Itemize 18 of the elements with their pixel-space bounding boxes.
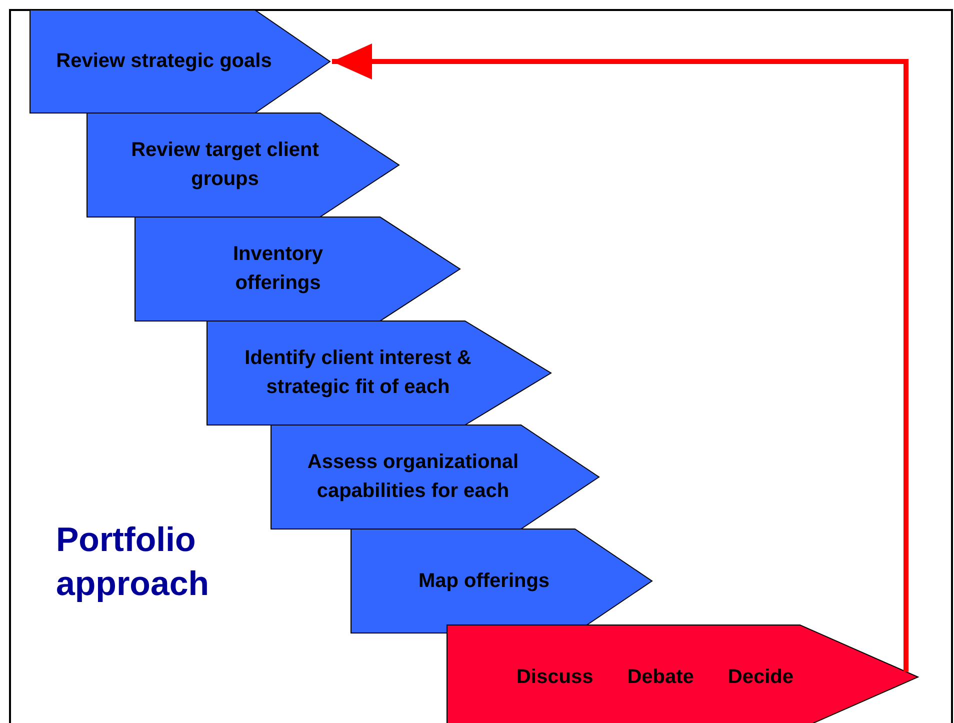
- arrow-step-shape: [87, 113, 399, 217]
- arrow-step-shape: [447, 625, 918, 723]
- step-label: Map offerings: [418, 568, 550, 594]
- step-label: Discuss: [516, 664, 594, 690]
- arrow-step-shape: [351, 529, 652, 633]
- step-label: Review target client groups: [130, 138, 320, 192]
- step-label: Assess organizational capabilities for each: [306, 450, 520, 504]
- step-label: Inventory offerings: [232, 242, 324, 296]
- arrow-step-shape: [30, 10, 330, 113]
- step-label: Review strategic goals: [56, 49, 272, 74]
- step-label: Decide: [728, 664, 794, 690]
- arrow-step-shape: [135, 217, 460, 321]
- arrow-step-shape: [271, 425, 599, 529]
- feedback-arrow: [332, 44, 908, 672]
- title-label: Portfolio approach: [56, 520, 210, 605]
- step-label: Identify client interest & strategic fit of each: [244, 346, 472, 400]
- arrow-step-shape: [207, 321, 551, 425]
- step-label: Debate: [627, 664, 694, 690]
